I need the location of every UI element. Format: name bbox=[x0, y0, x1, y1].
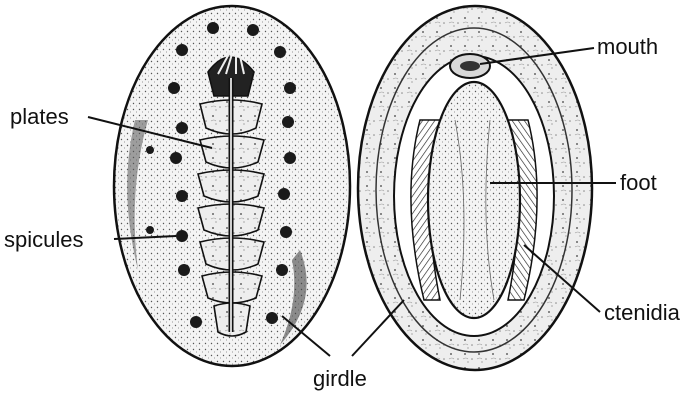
label-ctenidia: ctenidia bbox=[604, 302, 680, 324]
label-foot: foot bbox=[620, 172, 657, 194]
foot-body bbox=[428, 82, 520, 318]
leader-girdle-right bbox=[352, 300, 404, 356]
label-girdle: girdle bbox=[313, 368, 367, 390]
label-plates: plates bbox=[10, 106, 69, 128]
dorsal-view bbox=[114, 6, 350, 366]
label-spicules: spicules bbox=[4, 229, 83, 251]
ventral-view bbox=[358, 6, 592, 370]
label-mouth: mouth bbox=[597, 36, 658, 58]
